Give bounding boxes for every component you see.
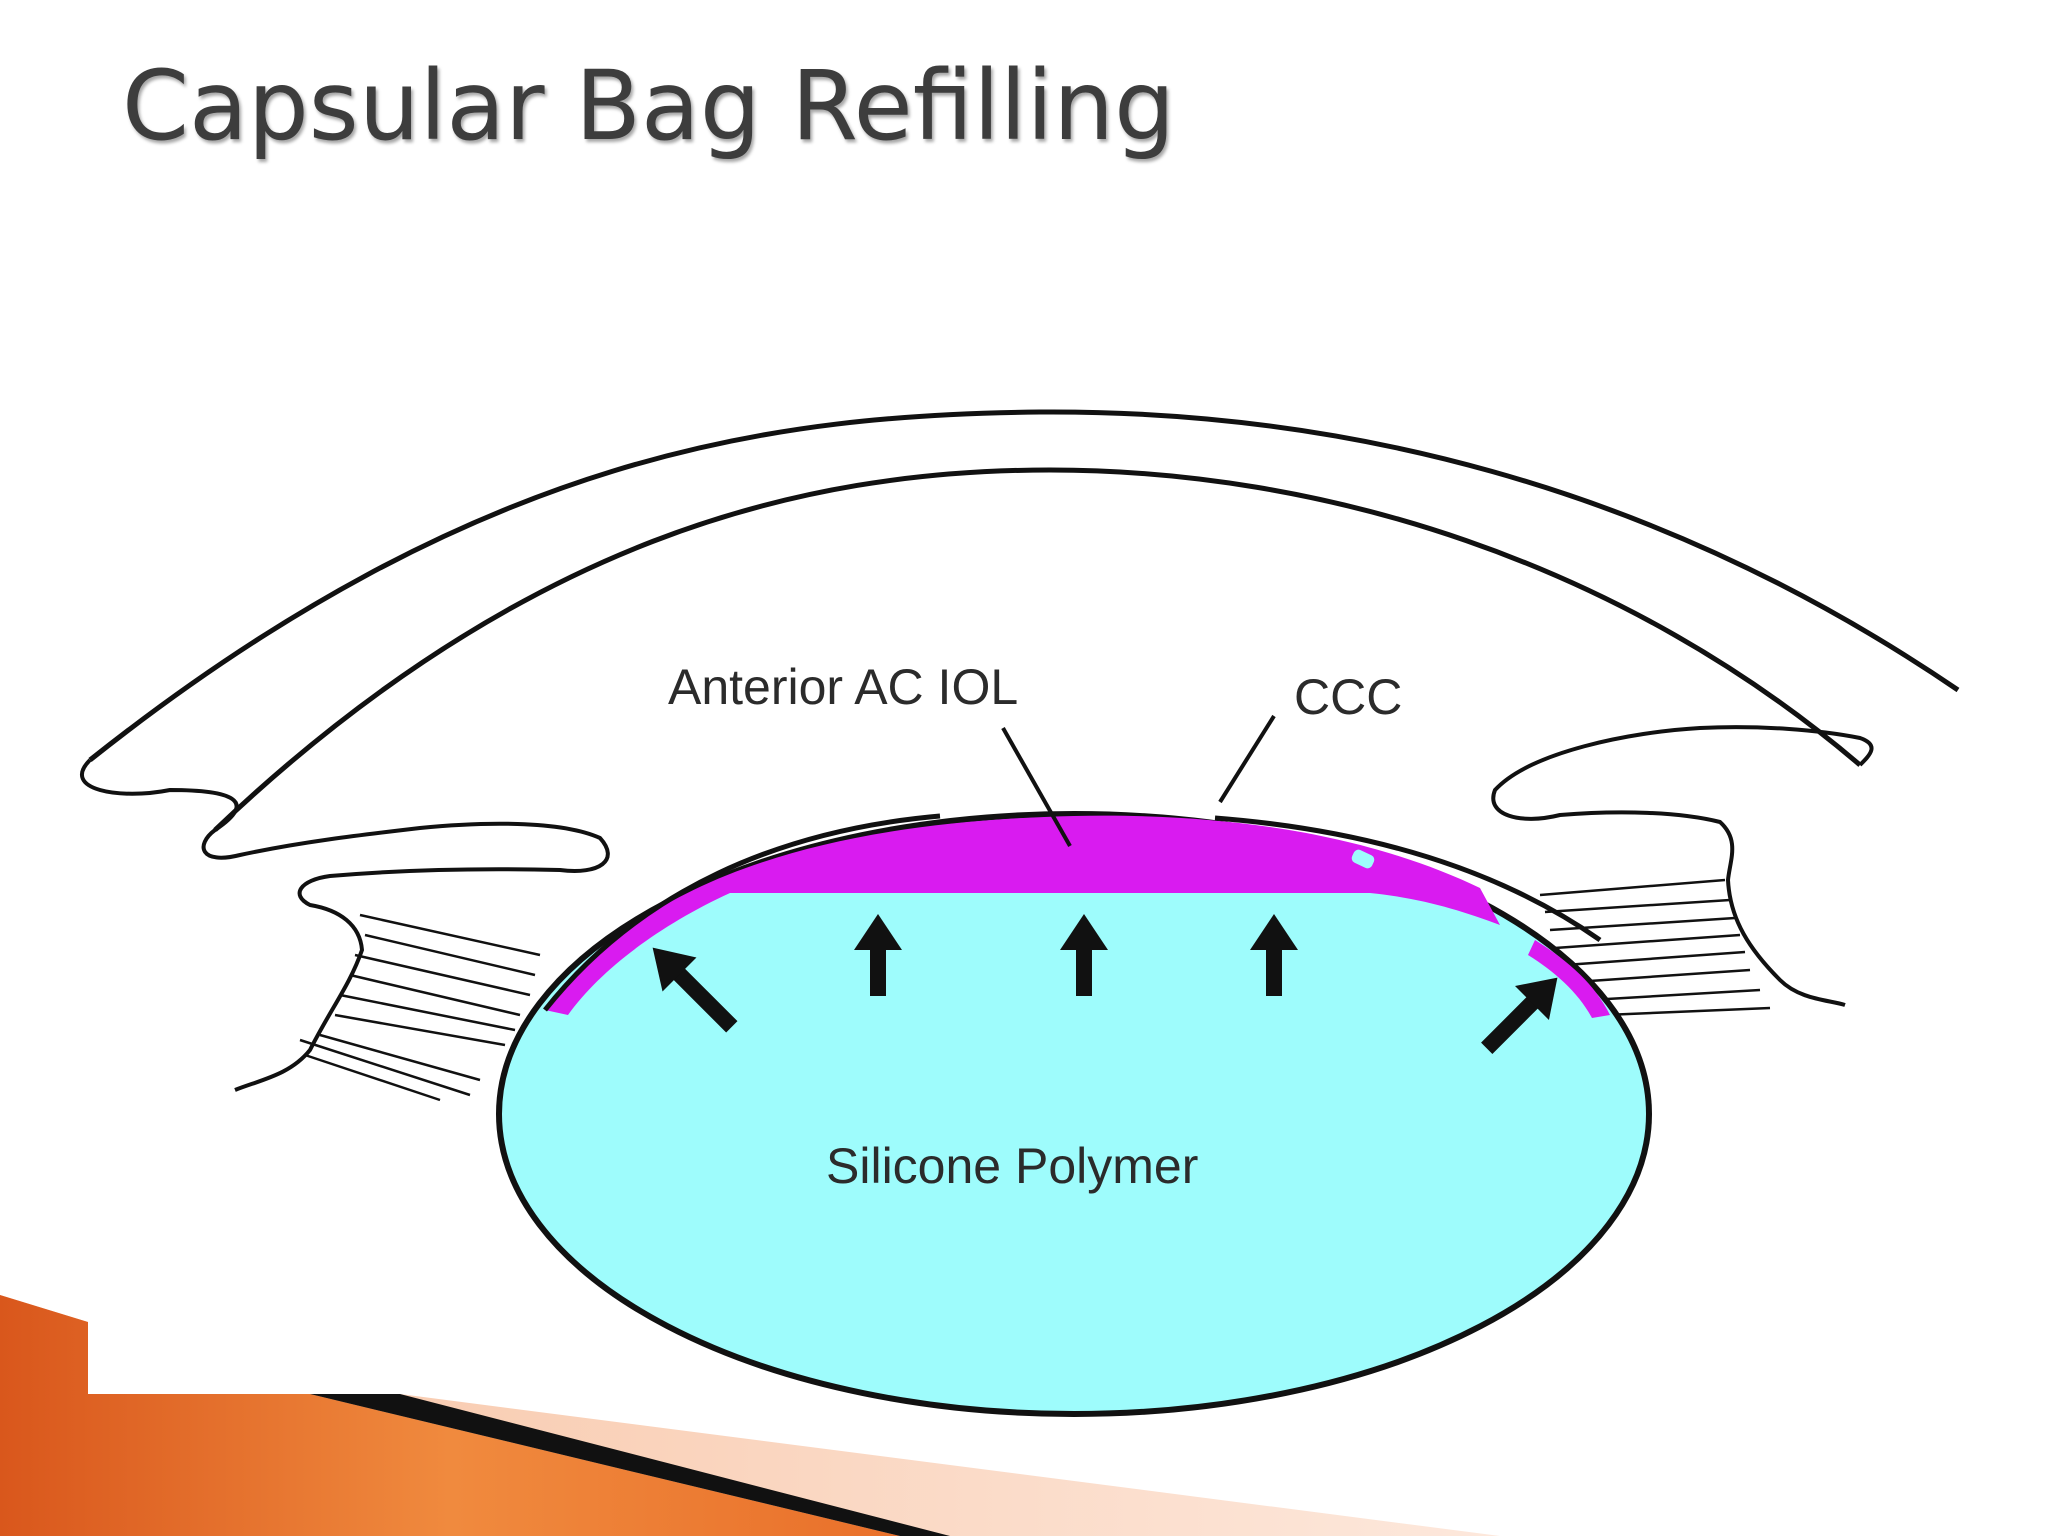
ccc-pointer [1220,716,1274,802]
label-silicone-polymer: Silicone Polymer [826,1138,1198,1194]
cornea-outer-curve [90,412,1958,760]
slide-title: Capsular Bag Refilling [122,54,1175,160]
label-ccc: CCC [1294,669,1402,725]
label-anterior-iol: Anterior AC IOL [668,659,1018,715]
cornea-inner-curve [215,470,1860,830]
